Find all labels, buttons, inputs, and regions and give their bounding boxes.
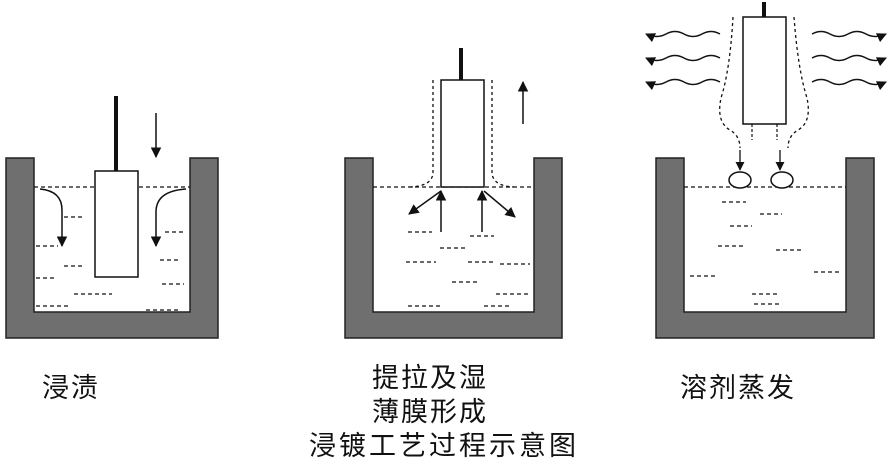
flow-arrow-icon [408,190,442,215]
flow-arrow-left-icon [39,188,68,248]
evaporating-film-right [787,16,809,149]
liquid-dashes-3 [690,201,840,305]
liquid-dashes-2 [406,231,530,307]
tank-1 [5,157,219,339]
liquid-dashes-1 [36,216,186,311]
droplet-left [728,171,752,189]
vapor-wave-icon [645,30,721,43]
vapor-wave-icon [811,78,887,91]
flow-arrow-right-icon [150,188,187,248]
tank-2 [344,157,563,339]
droplet-right [770,171,794,189]
diagram-caption: 浸镀工艺过程示意图 [309,431,579,462]
vapor-waves-right [811,30,887,91]
stage1-label: 浸渍 [42,373,100,404]
substrate-1 [94,170,139,278]
flow-arrow-icon [483,190,516,218]
vapor-wave-icon [645,78,721,91]
vapor-waves-left [645,30,721,91]
stage3-evaporation [645,2,887,339]
wet-film-left [409,80,434,188]
wet-film-right [491,80,515,188]
vapor-wave-icon [645,54,721,67]
stage3-label: 溶剂蒸发 [680,373,796,404]
vapor-wave-icon [811,30,887,43]
flow-arrows-2 [408,189,516,232]
stage2-label-line2: 薄膜形成 [372,397,488,428]
substrate-3 [742,16,787,125]
evaporating-film-left [719,16,741,149]
vapor-wave-icon [811,54,887,67]
stage2-label-line1: 提拉及湿 [372,363,488,394]
stage2-withdrawal [344,48,563,339]
stage1-immersion [5,96,219,339]
tank-3 [655,157,875,339]
substrate-2 [440,79,485,188]
